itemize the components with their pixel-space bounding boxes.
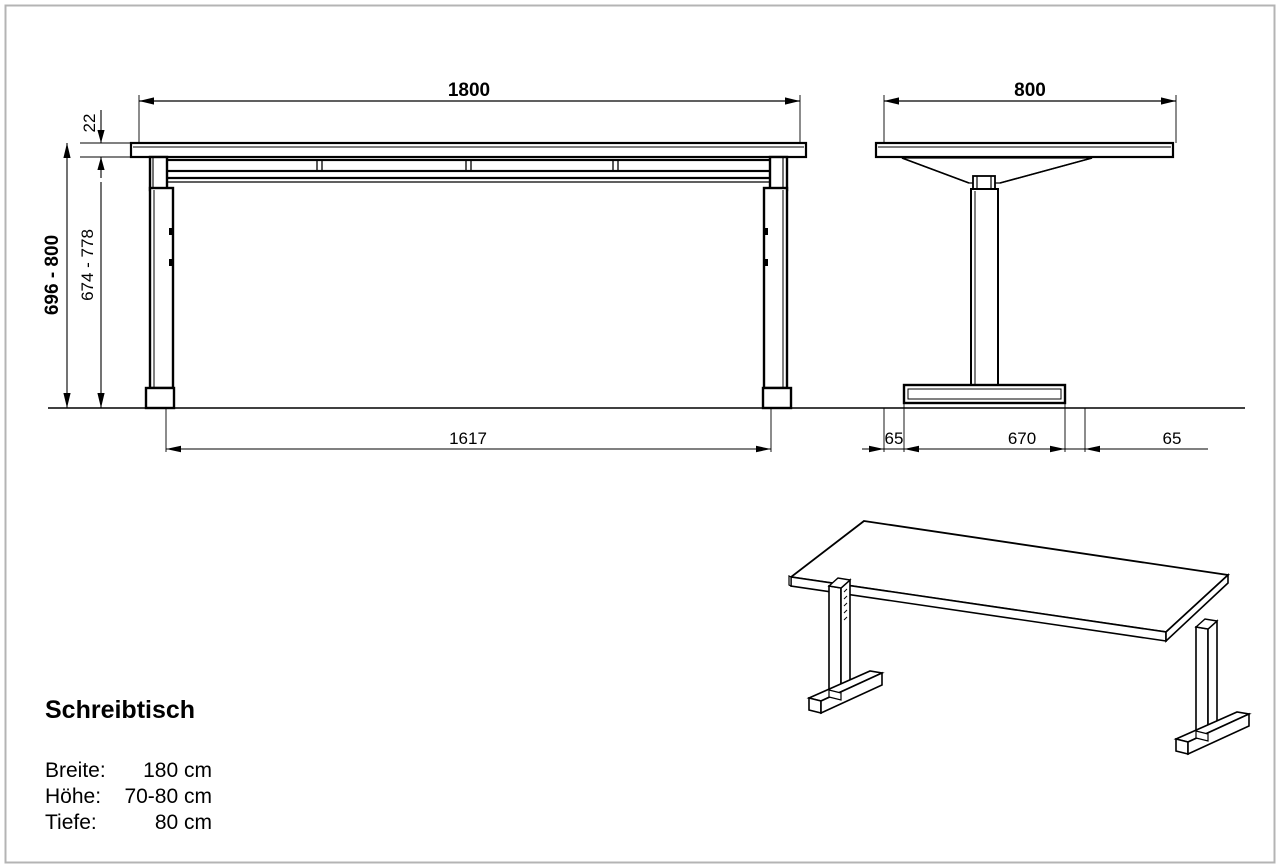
left-leg-fixing-mark-1 (169, 228, 173, 235)
dim-1800-arrow-left (139, 97, 154, 105)
left-leg-column (148, 186, 175, 390)
iso-tabletop-left-edge (788, 575, 792, 587)
dim-1617-arrow-right (756, 445, 771, 453)
dim-65-left-arrow (869, 445, 884, 453)
right-leg-column (762, 186, 789, 390)
front-elevation: 1800 22 696 - 800 674 - 778 (42, 80, 1245, 453)
dim-1800-label: 1800 (448, 80, 490, 101)
spec-value-breite: 180 cm (143, 759, 212, 782)
dim-22-label: 22 (80, 114, 99, 133)
dim-696-800-label: 696 - 800 (42, 235, 63, 315)
side-elevation: 800 65 670 65 (862, 80, 1208, 453)
left-leg-fixing-mark-2 (169, 259, 173, 266)
left-leg-foot (144, 386, 176, 410)
spec-block: Schreibtisch Breite: 180 cm Höhe: 70-80 … (45, 696, 212, 834)
iso-right-column-side (1207, 619, 1218, 736)
sheet-border (4, 4, 1276, 864)
dim-65-right-label: 65 (1163, 429, 1182, 448)
front-rail-joint-marks (316, 160, 619, 171)
side-tabletop (874, 141, 1175, 159)
dim-674-778-label: 674 - 778 (78, 229, 97, 301)
right-leg-fixing-mark-2 (764, 259, 768, 266)
iso-left-foot-side (820, 671, 883, 715)
dim-1617-label: 1617 (449, 429, 487, 448)
front-cross-rail (155, 158, 779, 173)
iso-left-leg (806, 577, 885, 715)
dim-65-left-label: 65 (885, 429, 904, 448)
right-leg-upper-section (768, 155, 789, 192)
dim-22-arrow-top (97, 130, 105, 143)
dim-total-height: 696 - 800 (42, 143, 71, 408)
iso-right-column-front (1195, 626, 1209, 736)
iso-right-leg (1173, 618, 1252, 756)
dim-670-label: 670 (1008, 429, 1036, 448)
isometric-view (788, 520, 1252, 756)
front-tabletop (129, 141, 808, 159)
iso-right-foot-side (1187, 712, 1250, 756)
front-right-leg (761, 155, 793, 410)
iso-right-foot-end (1175, 737, 1189, 756)
spec-label-hoehe: Höhe: (45, 785, 101, 808)
iso-right-foot-junction (1195, 730, 1209, 742)
dim-foot-breakdown: 65 670 65 (862, 403, 1208, 453)
dim-1800-arrow-right (785, 97, 800, 105)
right-leg-foot (761, 386, 793, 410)
dim-800-label: 800 (1014, 80, 1046, 101)
front-left-leg (144, 155, 176, 410)
dim-foot-span: 1617 (165, 408, 772, 453)
spec-value-tiefe: 80 cm (155, 811, 212, 834)
side-foot-base-inner (907, 388, 1062, 400)
dim-670-arrow-left (904, 445, 919, 453)
iso-left-column-top (827, 577, 852, 589)
spec-label-tiefe: Tiefe: (45, 811, 97, 834)
spec-label-breite: Breite: (45, 759, 106, 782)
dim-674-778-arrow-bottom (97, 393, 105, 408)
dim-696-800-arrow-top (63, 143, 71, 158)
spec-heading: Schreibtisch (45, 696, 195, 724)
spec-value-hoehe: 70-80 cm (124, 785, 212, 808)
dim-22-arrow-bottom (97, 157, 105, 170)
dim-670-arrow-right (1050, 445, 1065, 453)
dim-front-width: 1800 (138, 80, 801, 143)
dim-leg-height: 674 - 778 (78, 182, 105, 408)
iso-left-foot-end (808, 696, 822, 715)
dim-side-depth: 800 (883, 80, 1177, 143)
right-leg-fixing-mark-1 (764, 228, 768, 235)
iso-tabletop-right-edge (1165, 573, 1229, 643)
side-column-connector (972, 175, 996, 191)
dim-1617-arrow-left (166, 445, 181, 453)
iso-left-column-holes (843, 588, 848, 621)
dim-65-right-arrow (1085, 445, 1100, 453)
iso-left-foot-junction (828, 689, 842, 701)
side-bracket-right-edge (999, 157, 1093, 184)
iso-left-column-front (828, 585, 842, 695)
dim-top-thickness: 22 (80, 110, 133, 178)
dim-800-arrow-left (884, 97, 899, 105)
dim-800-arrow-right (1161, 97, 1176, 105)
iso-right-column-top (1194, 618, 1219, 630)
dim-696-800-arrow-bottom (63, 393, 71, 408)
side-bracket-left-edge (901, 157, 970, 184)
